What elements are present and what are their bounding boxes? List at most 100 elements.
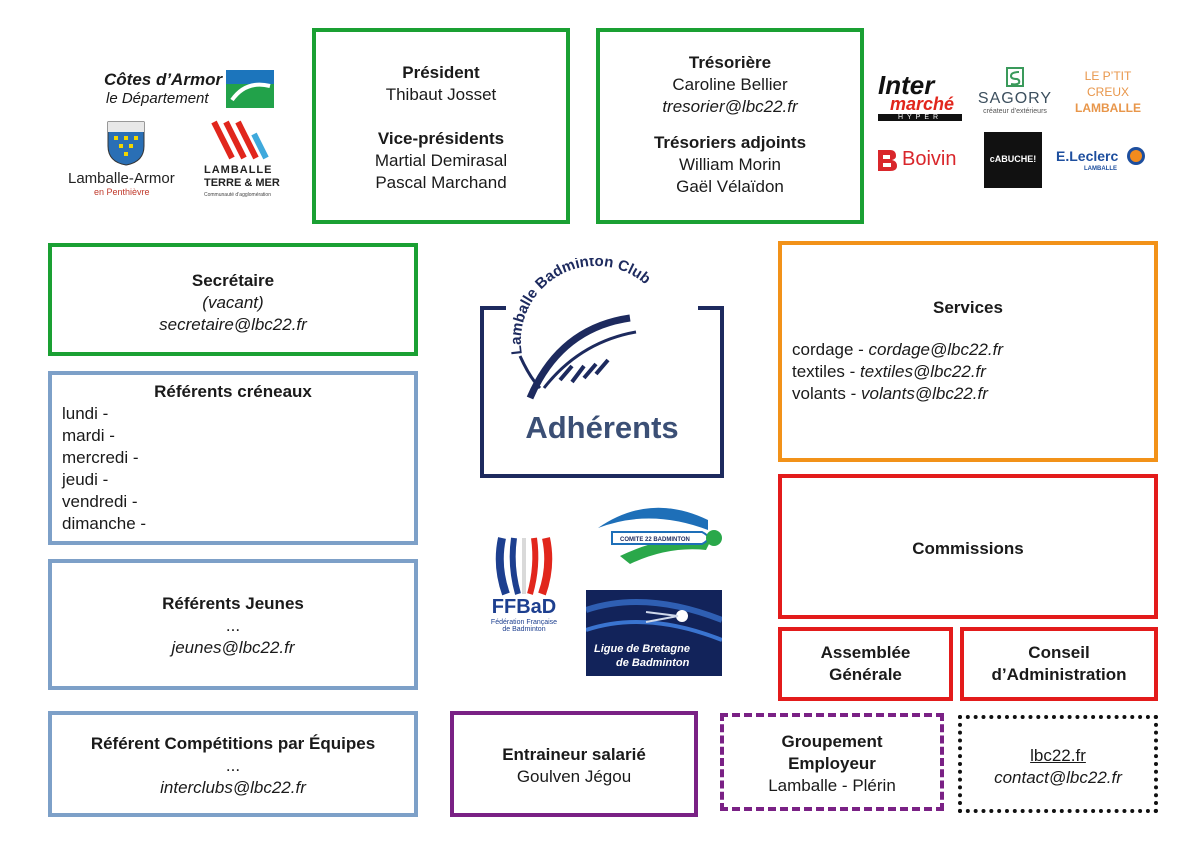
service-item: volants - volants@lbc22.fr: [792, 383, 1154, 405]
president-box: Président Thibaut Josset Vice-présidents…: [312, 28, 570, 224]
team-competitions-email[interactable]: interclubs@lbc22.fr: [160, 778, 306, 797]
assistant-treasurers-title: Trésoriers adjoints: [653, 133, 807, 152]
ligue-shuttle-icon: Ligue de Bretagne de Badminton: [585, 599, 724, 669]
secretary-box: Secrétaire (vacant) secretaire@lbc22.fr: [48, 243, 418, 356]
employer-group-box: Groupement Employeur Lamballe - Plérin: [720, 713, 944, 811]
youth-referents-email[interactable]: jeunes@lbc22.fr: [171, 638, 295, 657]
general-assembly-line: Assemblée: [820, 643, 911, 662]
vice-president-name: Martial Demirasal: [374, 151, 508, 170]
board-line: d’Administration: [991, 665, 1127, 684]
service-item: cordage - cordage@lbc22.fr: [792, 339, 1154, 361]
ffbad-stripes-icon: [495, 537, 553, 596]
intermarche-logo: Inter marché HYPER: [878, 70, 962, 124]
general-assembly-box: Assemblée Générale: [778, 627, 953, 701]
cotes-armor-logo: Côtes d’Armor le Département: [104, 70, 274, 110]
logo-text: TERRE & MER: [204, 177, 280, 189]
employer-group-line: Groupement: [781, 732, 883, 751]
team-competitions-box: Référent Compétitions par Équipes ... in…: [48, 711, 418, 817]
day-item: lundi -: [62, 404, 109, 423]
youth-referents-title: Référents Jeunes: [162, 594, 304, 613]
slots-referents-title: Référents créneaux: [154, 382, 312, 401]
secretary-status: (vacant): [202, 293, 264, 312]
employer-group-line: Employeur: [788, 754, 876, 773]
boivin-mark-icon: [878, 150, 897, 171]
stripes-emblem-icon: [211, 120, 269, 160]
coach-box: Entraineur salarié Goulven Jégou: [450, 711, 698, 817]
logo-text: marché: [890, 94, 955, 114]
leclerc-logo: E.Leclerc LAMBALLE: [1056, 147, 1148, 178]
assistant-treasurer-name: Gaël Vélaïdon: [676, 177, 784, 196]
sagory-logo: SAGORY créateur d’extérieurs: [974, 64, 1056, 124]
logo-text: le Département: [106, 90, 209, 107]
boivin-logo: Boivin: [876, 146, 968, 176]
service-label: volants -: [792, 384, 861, 403]
members-label: Adhérents: [525, 410, 679, 445]
youth-referents-box: Référents Jeunes ... jeunes@lbc22.fr: [48, 559, 418, 690]
lamballe-armor-logo: Lamballe-Armor en Penthièvre: [66, 120, 192, 200]
president-title: Président: [402, 63, 480, 82]
contact-email[interactable]: contact@lbc22.fr: [994, 768, 1122, 787]
logo-text: LAMBALLE: [204, 164, 273, 176]
employer-group-location: Lamballe - Plérin: [768, 776, 896, 795]
treasurer-name: Caroline Bellier: [672, 75, 788, 94]
logo-text: LAMBALLE: [1084, 166, 1117, 172]
secretary-email[interactable]: secretaire@lbc22.fr: [159, 315, 307, 334]
logo-text: cABUCHE!: [989, 154, 1037, 164]
service-email[interactable]: cordage@lbc22.fr: [868, 340, 1003, 359]
comite22-text: COMITE 22 BADMINTON: [620, 537, 690, 543]
logo-text: Fédération Française: [490, 619, 558, 626]
coach-title: Entraineur salarié: [502, 745, 646, 764]
service-item: textiles - textiles@lbc22.fr: [792, 361, 1154, 383]
youth-referents-dots: ...: [225, 616, 241, 635]
logo-text: LE P’TIT: [1084, 69, 1132, 83]
ffbad-logo: FFBaD Fédération Française de Badminton: [480, 536, 568, 648]
lamballe-terre-mer-logo: LAMBALLE TERRE & MER Communauté d’agglom…: [202, 118, 286, 202]
comite22-logo: COMITE 22 BADMINTON: [590, 498, 726, 570]
day-item: mardi -: [62, 426, 115, 445]
day-item: mercredi -: [62, 448, 139, 467]
coat-of-arms-icon: [107, 121, 145, 166]
logo-text: en Penthièvre: [94, 187, 150, 197]
members-frame-border: [480, 306, 724, 478]
logo-text: Lamballe-Armor: [68, 170, 175, 187]
logo-text: CREUX: [1086, 85, 1129, 99]
service-email[interactable]: textiles@lbc22.fr: [860, 362, 986, 381]
wave-emblem-icon: [226, 70, 274, 108]
comite22-shuttle-icon: COMITE 22 BADMINTON: [598, 507, 722, 564]
logo-text: créateur d’extérieurs: [983, 108, 1047, 115]
services-title: Services: [933, 298, 1003, 317]
team-competitions-dots: ...: [225, 756, 241, 775]
board-box: Conseil d’Administration: [960, 627, 1158, 701]
svg-text:Lamballe Badminton Club: Lamballe Badminton Club: [508, 258, 654, 356]
coach-name: Goulven Jégou: [516, 767, 632, 786]
leclerc-circle-icon: [1127, 147, 1145, 165]
leaf-s-icon: [1006, 67, 1024, 87]
secretary-title: Secrétaire: [191, 271, 275, 290]
treasurer-box: Trésorière Caroline Bellier tresorier@lb…: [596, 28, 864, 224]
services-list: cordage - cordage@lbc22.fr textiles - te…: [782, 339, 1154, 405]
service-label: cordage -: [792, 340, 869, 359]
logo-text: FFBaD: [491, 596, 557, 618]
logo-text: LAMBALLE: [1075, 101, 1141, 115]
logo-text: Inter: [878, 70, 935, 100]
logo-text: de Badminton: [502, 626, 546, 633]
vice-president-name: Pascal Marchand: [375, 173, 507, 192]
service-email[interactable]: volants@lbc22.fr: [860, 384, 988, 403]
members-frame: Adhérents: [480, 306, 724, 478]
president-name: Thibaut Josset: [385, 85, 497, 104]
logo-text: Côtes d’Armor: [104, 70, 223, 89]
club-emblem-icon: Lamballe Badminton Club: [508, 258, 654, 400]
logo-text: Communauté d’agglomération: [204, 192, 271, 198]
assistant-treasurer-name: William Morin: [679, 155, 781, 174]
ligue-bretagne-logo: Ligue de Bretagne de Badminton: [585, 590, 724, 676]
cabuche-logo: cABUCHE!: [984, 132, 1042, 188]
ligue-text: Ligue de Bretagne: [594, 643, 690, 655]
treasurer-email[interactable]: tresorier@lbc22.fr: [662, 97, 798, 116]
logo-text: HYPER: [878, 114, 962, 121]
logo-text: E.Leclerc: [1056, 148, 1119, 164]
website-link[interactable]: lbc22.fr: [1030, 746, 1086, 765]
slots-days-list: lundi - mardi - mercredi - jeudi - vendr…: [52, 403, 414, 535]
logo-text: SAGORY: [977, 90, 1053, 107]
service-label: textiles -: [792, 362, 861, 381]
slots-referents-box: Référents créneaux lundi - mardi - mercr…: [48, 371, 418, 545]
